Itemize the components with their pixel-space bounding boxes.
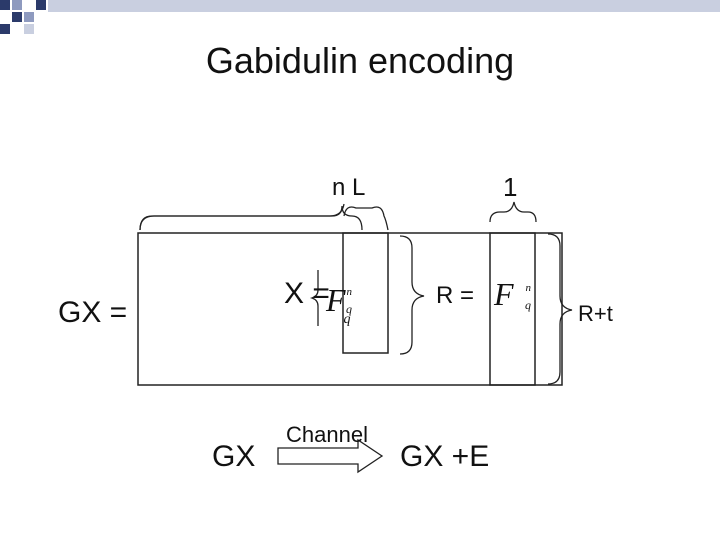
brace-r-rows (399, 235, 425, 355)
brace-r-plus-t (547, 233, 573, 385)
label-r-equals: R = (436, 282, 475, 309)
label-x-equals: X = (284, 277, 330, 310)
brace-x-left (309, 270, 319, 326)
label-n-l: n L (332, 174, 366, 201)
field-symbol-x: Fqnq (326, 282, 353, 327)
header-stripe (48, 0, 720, 12)
label-one: 1 (503, 172, 518, 202)
channel-arrow (277, 438, 384, 474)
brace-l (343, 206, 389, 231)
brace-n (139, 205, 363, 231)
label-gx-plus-e: GX +E (400, 440, 490, 473)
label-channel: Channel (286, 422, 368, 447)
r-column-block (489, 232, 536, 386)
corner-decoration (0, 0, 720, 34)
label-gx-equals: GX = (58, 296, 128, 329)
brace-n-left (139, 203, 345, 231)
brace-one (489, 201, 537, 223)
label-r-plus-t: R+t (578, 301, 613, 326)
slide-title: Gabidulin encoding (205, 40, 515, 81)
x-column-block (342, 232, 389, 354)
label-gx: GX (212, 440, 256, 473)
